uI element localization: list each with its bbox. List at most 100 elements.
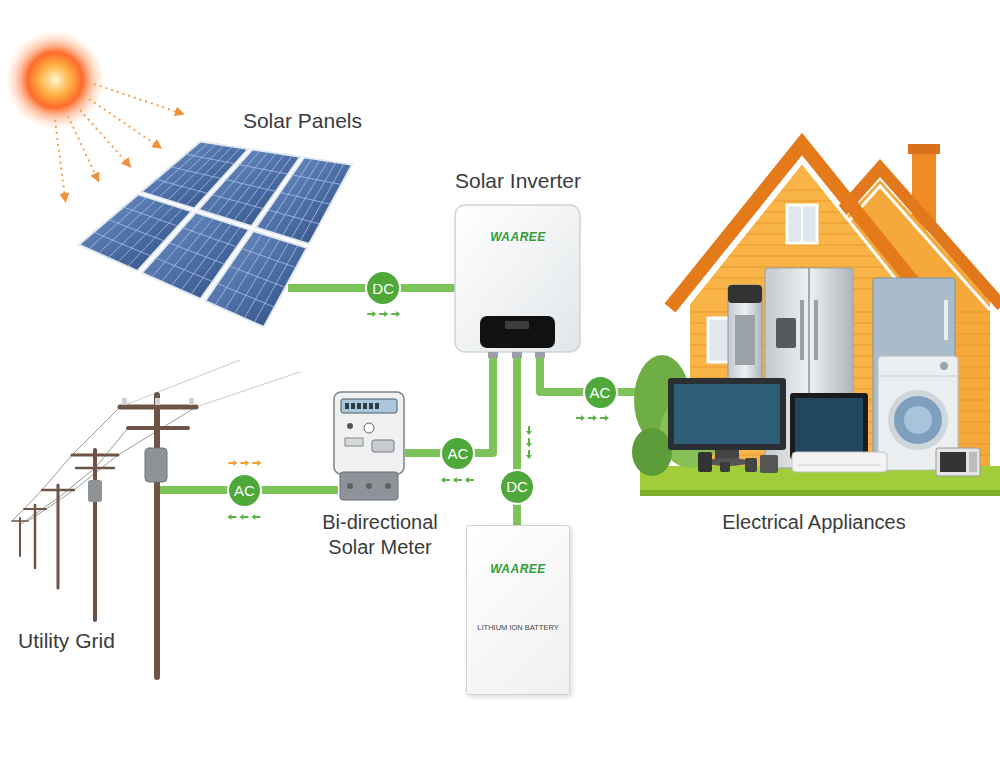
meter-illustration-part — [357, 403, 361, 409]
sun-rays-part — [94, 84, 180, 113]
appliances-part — [798, 465, 880, 466]
utility-grid: Utility Grid — [10, 385, 200, 677]
house-siding-part — [734, 245, 870, 246]
flow-arrow-head — [605, 415, 609, 421]
power-lines-part — [28, 407, 196, 521]
house-illustration-part — [801, 205, 803, 243]
house-illustration-part — [640, 490, 1000, 496]
sun — [5, 30, 105, 130]
inverter-body-part — [535, 352, 545, 358]
meter-illustration-part — [372, 440, 394, 452]
node-heading: Solar Inverter — [448, 168, 588, 194]
flow-arrow-head — [581, 415, 585, 421]
utility-poles-part — [154, 395, 160, 677]
meter-illustration-part — [341, 399, 397, 413]
meter-illustration — [334, 392, 404, 500]
house-illustration-part — [787, 205, 817, 243]
panel-cell-line — [94, 232, 151, 256]
appliances-part — [878, 376, 958, 377]
flow-arrow-head — [441, 477, 445, 483]
brand-logo: WAAREE — [448, 230, 588, 245]
meter-illustration-part — [345, 438, 363, 446]
appliances-part — [674, 384, 780, 444]
appliances-part — [735, 315, 755, 365]
connector-group — [158, 460, 338, 520]
flow-arrows — [367, 311, 400, 317]
utility-poles-part — [128, 426, 188, 430]
inverter-body-part — [488, 352, 498, 358]
inverter-body — [455, 205, 580, 358]
bi-directional-meter: Bi-directional Solar Meter — [305, 388, 455, 563]
flow-arrows — [441, 477, 474, 483]
utility-poles-part — [155, 398, 160, 405]
node-heading: Electrical Appliances — [628, 509, 1000, 535]
flow-arrow-head — [239, 514, 243, 520]
flow-arrow-head — [251, 514, 255, 520]
connector-group — [158, 288, 660, 525]
inverter-body-part — [480, 316, 555, 348]
panel-cell-line — [108, 220, 164, 241]
panel-cell-line — [156, 179, 208, 193]
flow-arrow-head — [396, 311, 400, 317]
panel-cell-line — [169, 243, 225, 264]
battery-label: LITHIUM ION BATTERY — [471, 623, 565, 633]
house-siding-part — [769, 201, 835, 202]
appliances-part — [728, 285, 762, 303]
sun-rays-part — [55, 120, 65, 198]
node-heading: Utility Grid — [10, 385, 200, 654]
utility-poles-part — [145, 448, 167, 482]
house-siding-part — [778, 190, 826, 191]
meter-illustration-part — [363, 403, 367, 409]
flow-arrow-head — [233, 460, 237, 466]
flow-arrows — [227, 514, 260, 520]
inverter-body-part — [455, 205, 580, 352]
flow-arrow-head — [593, 415, 597, 421]
power-lines-part — [196, 372, 300, 407]
current-type-label: AC — [590, 384, 611, 401]
meter-illustration-part — [385, 483, 391, 489]
current-type-label: AC — [234, 482, 255, 499]
flow-arrow-head — [526, 443, 532, 447]
panel-cell-line — [217, 283, 274, 307]
panel-cell-line — [229, 266, 285, 287]
appliances-part — [940, 362, 948, 370]
current-type-label: AC — [447, 445, 468, 462]
edge-label-badge: AC — [440, 436, 475, 471]
flow-arrows — [526, 426, 532, 459]
appliances-part — [668, 378, 786, 450]
appliances-part — [940, 452, 966, 472]
panel-cell-line — [241, 248, 296, 267]
flow-arrows — [228, 460, 261, 466]
solar-panels: Solar Panels — [75, 108, 362, 333]
meter-illustration-part — [340, 472, 398, 500]
panel-cell-line — [182, 228, 237, 247]
power-lines-part — [120, 360, 240, 407]
appliances-part — [936, 448, 980, 476]
flow-arrow-head — [465, 477, 469, 483]
appliances-part — [891, 393, 945, 447]
panel-cell-line — [155, 258, 212, 282]
utility-poles-part — [189, 398, 194, 405]
power-lines-part — [12, 407, 120, 521]
appliances-part — [795, 398, 863, 454]
appliances-part — [720, 462, 730, 472]
meter-illustration-part — [334, 392, 404, 474]
house-illustration-part — [908, 144, 940, 154]
utility-poles-part — [19, 518, 21, 556]
utility-poles-part — [72, 454, 118, 457]
edge-label-badge: DC — [365, 270, 401, 306]
panel-cell-line — [268, 210, 320, 224]
utility-poles-part — [34, 505, 37, 568]
utility-poles-part — [88, 480, 102, 502]
meter-illustration-part — [375, 403, 379, 409]
edge-label-badge: AC — [583, 375, 618, 410]
flow-arrow-head — [526, 431, 532, 435]
flow-arrows — [576, 415, 609, 421]
inverter-body-part — [512, 352, 522, 358]
house-illustration-part — [632, 428, 672, 476]
appliances-part — [760, 455, 778, 473]
node-heading: Bi-directional Solar Meter — [305, 388, 455, 560]
sun-rays-part — [68, 116, 97, 178]
